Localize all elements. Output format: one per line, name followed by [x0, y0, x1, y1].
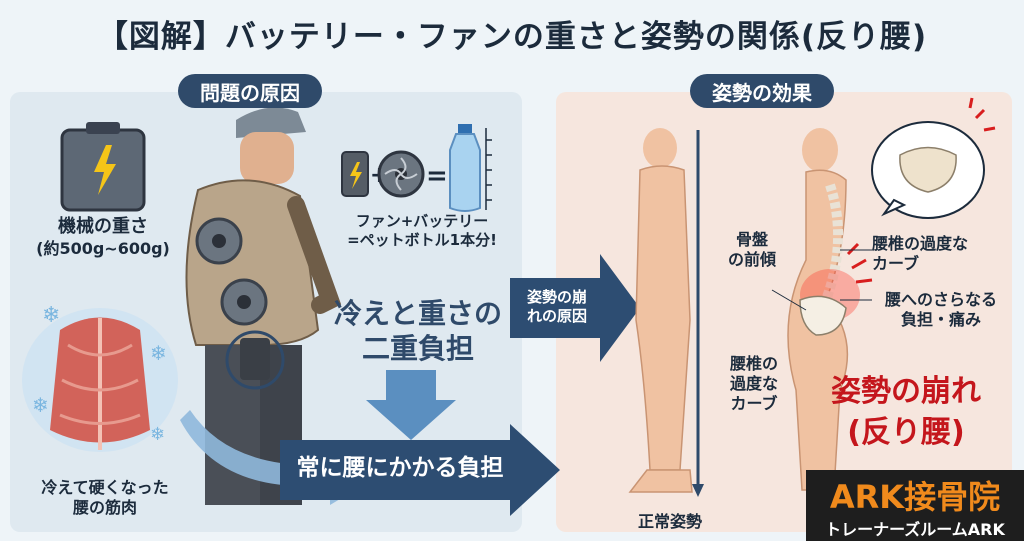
brand-name: ARK接骨院: [829, 478, 1001, 516]
equation-text: ファン+バッテリー =ペットボトル1本分!: [326, 212, 518, 250]
leader-line: [771, 289, 807, 311]
pelvis-tilt-label: 骨盤 の前傾: [712, 230, 792, 270]
water-bottle-icon: [449, 124, 492, 212]
battery-small-icon: [341, 151, 369, 197]
lumbar-curve-right-label: 腰椎の過度な カーブ: [872, 234, 1012, 274]
posture-collapse-line-2: (反り腰): [847, 414, 965, 450]
weight-label: 機械の重さ (約500g~600g): [36, 216, 170, 259]
pelvis-bubble-icon: [871, 97, 996, 219]
cause-arrow-line-1: 姿勢の崩: [526, 288, 587, 306]
lumbar-left-line-2: 過度な: [729, 374, 778, 393]
double-burden-line-1: 冷えと重さの: [333, 297, 502, 330]
lumbar-left-line-3: カーブ: [730, 394, 778, 413]
bottom-burden-arrow: [280, 424, 560, 516]
pain-line-1: 腰へのさらなる: [884, 290, 997, 309]
brand-logo: ARK接骨院 トレーナーズルームARK: [806, 470, 1024, 541]
normal-posture-label: 正常姿勢: [637, 512, 702, 531]
double-burden-text: 冷えと重さの 二重負担: [330, 296, 506, 366]
lumbar-right-line-1: 腰椎の過度な: [872, 234, 969, 253]
muscle-label-line-1: 冷えて硬くなった: [41, 478, 169, 497]
lumbar-right-line-2: カーブ: [872, 254, 920, 273]
weight-label-line-2: (約500g~600g): [36, 238, 170, 258]
swayback-figure: [787, 128, 873, 491]
lumbar-left-line-1: 腰椎の: [729, 354, 778, 373]
posture-collapse-line-1: 姿勢の崩れ: [831, 374, 981, 409]
normal-posture-figure: [628, 128, 704, 497]
double-burden-line-2: 二重負担: [361, 332, 474, 365]
lumbar-curve-left-label: 腰椎の 過度な カーブ: [716, 354, 792, 414]
pain-label: 腰へのさらなる 負担・痛み: [870, 290, 1012, 330]
pelvis-tilt-line-1: 骨盤: [735, 230, 768, 249]
weight-label-line-1: 機械の重さ: [58, 216, 148, 237]
muscle-label-line-2: 腰の筋肉: [72, 498, 137, 517]
down-arrow: [366, 370, 456, 440]
equation-line-1: ファン+バッテリー: [355, 212, 489, 230]
equals-sign: =: [426, 161, 448, 191]
cause-arrow-label: 姿勢の崩 れの原因: [514, 288, 600, 326]
svg-text:❄: ❄: [150, 424, 165, 445]
posture-collapse-label: 姿勢の崩れ (反り腰): [800, 372, 1012, 453]
back-muscle-icon: ❄ ❄ ❄ ❄: [22, 303, 178, 452]
cause-arrow: [510, 254, 640, 362]
pain-line-2: 負担・痛み: [900, 310, 981, 329]
battery-icon: [60, 122, 146, 212]
svg-text:❄: ❄: [32, 393, 49, 417]
page-title: 【図解】バッテリー・ファンの重さと姿勢の関係(反り腰): [96, 18, 928, 55]
svg-text:❄: ❄: [42, 303, 60, 328]
pelvis-tilt-line-2: の前傾: [727, 250, 776, 269]
cause-arrow-line-2: れの原因: [526, 306, 587, 325]
cause-tag: 問題の原因: [178, 74, 322, 108]
fan-icon: [377, 150, 425, 198]
muscle-label: 冷えて硬くなった 腰の筋肉: [20, 478, 190, 518]
brand-subtitle: トレーナーズルームARK: [825, 520, 1005, 539]
equation-line-2: =ペットボトル1本分!: [347, 230, 497, 249]
bottom-arrow-label: 常に腰にかかる負担: [296, 455, 504, 481]
effect-tag: 姿勢の効果: [690, 74, 834, 108]
svg-text:❄: ❄: [150, 341, 167, 365]
